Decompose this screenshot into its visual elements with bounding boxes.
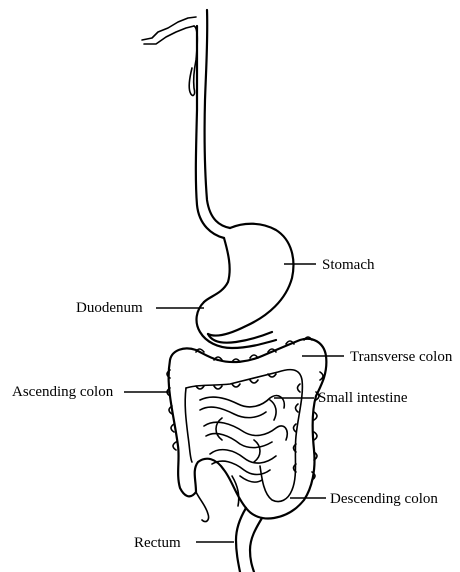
stomach — [204, 224, 293, 336]
large-intestine — [167, 337, 326, 522]
label-duodenum: Duodenum — [76, 300, 143, 316]
mouth-pharynx — [142, 17, 197, 95]
label-descending-colon: Descending colon — [330, 491, 438, 507]
label-stomach: Stomach — [322, 257, 375, 273]
label-ascending-colon: Ascending colon — [12, 384, 114, 400]
small-intestine — [200, 396, 287, 482]
label-transverse-colon: Transverse colon — [350, 349, 453, 365]
esophagus — [196, 10, 230, 238]
label-rectum: Rectum — [134, 535, 181, 551]
duodenum — [197, 302, 276, 348]
label-small-intestine: Small intestine — [318, 390, 408, 406]
